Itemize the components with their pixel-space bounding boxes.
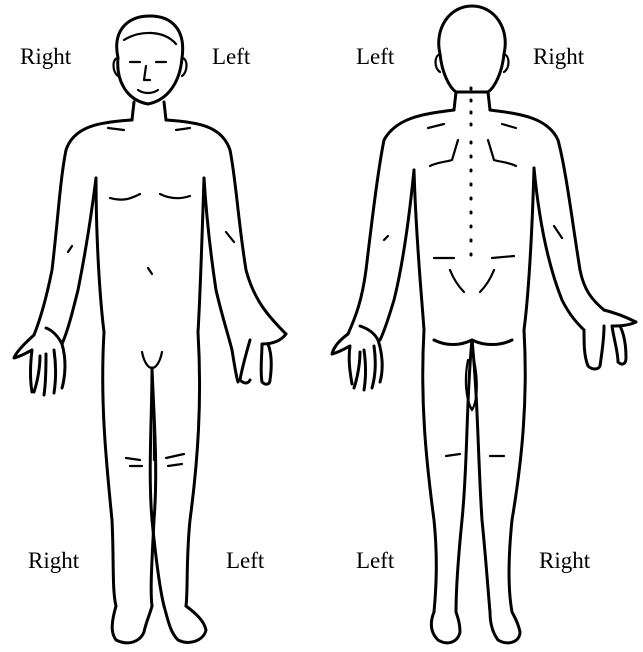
- front-top-right-label: Right: [20, 45, 71, 68]
- back-top-right-label: Right: [533, 45, 584, 68]
- front-bottom-left-label: Left: [226, 549, 264, 572]
- back-bottom-left-label: Left: [356, 549, 394, 572]
- front-bottom-right-label: Right: [28, 549, 79, 572]
- back-view: Left Right Left Right: [322, 0, 643, 652]
- front-view: Right Left Right Left: [0, 0, 321, 652]
- front-top-left-label: Left: [212, 45, 250, 68]
- back-bottom-right-label: Right: [539, 549, 590, 572]
- back-top-left-label: Left: [356, 45, 394, 68]
